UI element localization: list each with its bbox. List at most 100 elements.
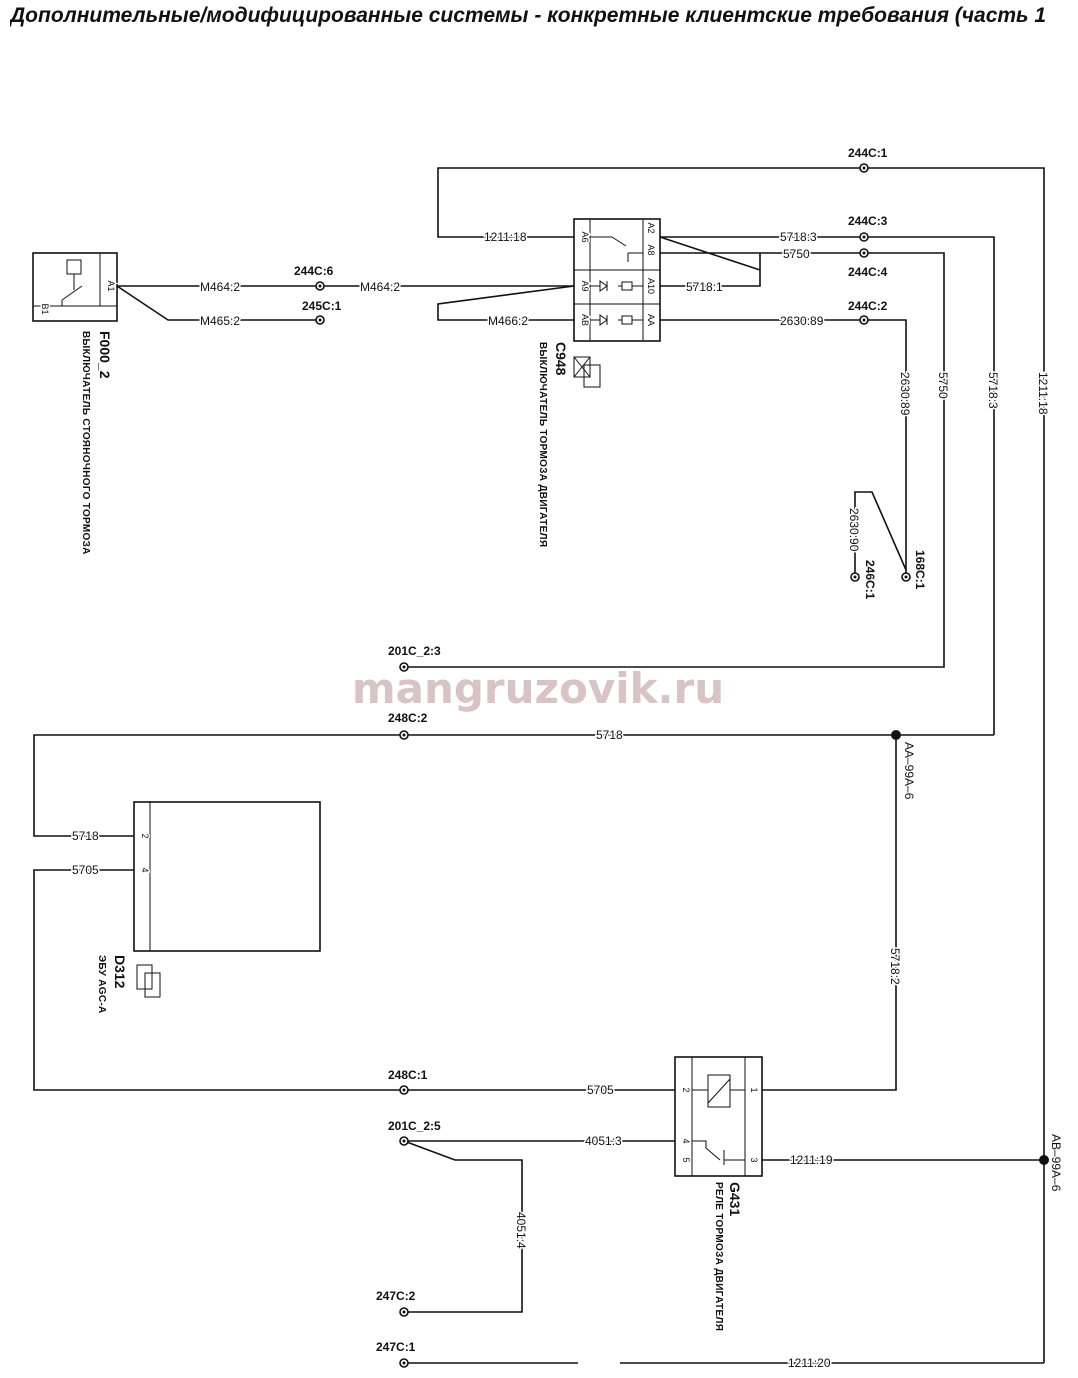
terminal-248c-1: 248C:1 (387, 1067, 429, 1095)
terminal-245c-1: 245C:1 (301, 298, 343, 325)
svg-text:246C:1: 246C:1 (863, 560, 877, 600)
component-description: РЕЛЕ ТОРМОЗА ДВИГАТЕЛЯ (713, 1182, 724, 1331)
wire-m466-2 (437, 285, 575, 321)
svg-text:248C:1: 248C:1 (388, 1068, 428, 1082)
component-description: ВЫКЛЮЧАТЕЛЬ ТОРМОЗА ДВИГАТЕЛЯ (537, 342, 548, 547)
wire-5718-1 (660, 253, 761, 287)
label-m465-2: M465:2 (200, 314, 240, 328)
component-name: D312 (112, 955, 128, 989)
component-description: ВЫКЛЮЧАТЕЛЬ СТОЯНОЧНОГО ТОРМОЗА (80, 331, 91, 555)
label-2630-89: 2630:89 (780, 314, 824, 328)
label-5705: 5705 (587, 1083, 614, 1097)
component-f000-2: A1 B1 F000_2 ВЫКЛЮЧАТЕЛЬ СТОЯНОЧНОГО ТОР… (32, 252, 118, 555)
label-m464-2b: M464:2 (360, 280, 400, 294)
label-5705-left: 5705 (72, 863, 99, 877)
label-4051-4: 4051:4 (514, 1212, 528, 1249)
component-d312: 2 4 D312 ЭБУ AGC-A (96, 801, 321, 1014)
pin-a9: A9 (580, 280, 590, 291)
wire-1211-19 (762, 1159, 1045, 1363)
splice-aa-dot (891, 730, 901, 740)
component-c948: A6 A9 AB A2 A8 A10 AA C948 ВЫКЛЮЧАТЕЛЬ Т… (537, 218, 661, 547)
wire-5718-2 (762, 735, 897, 1091)
pin-a6: A6 (580, 231, 590, 242)
label-5718-left: 5718 (72, 829, 99, 843)
label-1211-18: 1211:18 (484, 230, 527, 244)
splice-ab-dot (1039, 1155, 1049, 1165)
pin-2: 2 (140, 833, 150, 838)
wire-2630-90 (854, 491, 907, 577)
wire-1211-18 (437, 167, 1045, 1160)
svg-text:201C_2:5: 201C_2:5 (388, 1119, 441, 1133)
svg-text:168C:1: 168C:1 (913, 550, 927, 590)
label-2630-90: 2630:90 (847, 508, 861, 552)
label-1211-18-v: 1211:18 (1036, 372, 1050, 415)
terminal-246c-1: 246C:1 (850, 559, 879, 601)
terminal-247c-2: 247C:2 (375, 1288, 417, 1317)
svg-text:244C:1: 244C:1 (848, 146, 888, 160)
terminal-244c-2: 244C:2 (847, 298, 889, 325)
label-1211-19: 1211:19 (790, 1153, 833, 1167)
wire-4051-4 (403, 1140, 523, 1313)
label-splice-ab: AB–99A–6 (1049, 1134, 1063, 1192)
terminal-248c-2: 248C:2 (387, 710, 429, 740)
svg-text:248C:2: 248C:2 (388, 711, 428, 725)
pin-4: 4 (681, 1138, 691, 1143)
label-5750-v: 5750 (936, 372, 950, 399)
terminal-244c-1: 244C:1 (847, 145, 889, 173)
relay-coil-icon (707, 1074, 731, 1108)
label-4051-3: 4051:3 (585, 1134, 622, 1148)
label-splice-aa: AA–99A–6 (902, 742, 916, 800)
terminal-244c-3: 244C:3 (847, 213, 889, 242)
component-g431: 2 1 4 5 3 G431 РЕЛЕ ТОРМОЗА ДВИГАТЕЛЯ (674, 1056, 763, 1331)
pin-a2: A2 (646, 222, 656, 233)
pin-4: 4 (140, 867, 150, 872)
terminal-244c-6: 244C:6 (293, 263, 335, 291)
label-5718: 5718 (596, 728, 623, 742)
svg-text:244C:6: 244C:6 (294, 264, 334, 278)
pin-ab: AB (580, 314, 590, 326)
pin-aa: AA (646, 314, 656, 326)
svg-text:201C_2:3: 201C_2:3 (388, 644, 441, 658)
wire-m465-2 (116, 285, 320, 321)
terminal-201c-2-3: 201C_2:3 (387, 643, 443, 672)
label-2630-89-v: 2630:89 (898, 372, 912, 416)
label-m464-2: M464:2 (200, 280, 240, 294)
terminal-201c-2-5: 201C_2:5 (387, 1118, 443, 1146)
pin-3: 3 (749, 1157, 759, 1162)
relay-switch-icon (692, 1140, 745, 1165)
pin-a8: A8 (646, 244, 656, 255)
terminal-244c-4: 244C:4 (847, 248, 889, 281)
wire-5705 (33, 869, 675, 1091)
wire-labels: M464:2 M464:2 M465:2 M466:2 1211:18 5718… (71, 229, 1065, 1372)
pin-5: 5 (681, 1157, 691, 1162)
led-diode-icon-1 (590, 280, 643, 292)
svg-text:244C:2: 244C:2 (848, 299, 888, 313)
connector-terminals: 244C:1 244C:3 244C:4 244C:2 244C:6 245C:… (293, 145, 929, 1368)
label-1211-20: 1211:20 (788, 1356, 831, 1370)
wires (33, 167, 1045, 1364)
component-name: G431 (727, 1182, 743, 1216)
label-5718-3-v: 5718:3 (986, 372, 1000, 409)
label-m466-2: M466:2 (488, 314, 528, 328)
connector-symbol-icon (573, 356, 601, 388)
page-title: Дополнительные/модифицированные системы … (10, 4, 1047, 27)
label-5718-3: 5718:3 (780, 230, 817, 244)
pin-a1: A1 (106, 280, 116, 291)
pin-a10: A10 (646, 278, 656, 294)
watermark: mangruzovik.ru (352, 664, 724, 713)
label-5718-2: 5718:2 (888, 948, 902, 985)
wire-2630-89 (660, 319, 907, 577)
pin-2: 2 (681, 1087, 691, 1092)
terminal-168c-1: 168C:1 (901, 549, 929, 591)
ecu-symbol-icon (136, 964, 161, 998)
component-name: C948 (553, 342, 569, 376)
switch-contact-icon (61, 274, 83, 306)
wire-5718-3 (660, 236, 995, 735)
terminal-247c-1: 247C:1 (375, 1339, 417, 1368)
pin-1: 1 (749, 1087, 759, 1092)
svg-text:247C:1: 247C:1 (376, 1340, 416, 1354)
svg-text:247C:2: 247C:2 (376, 1289, 416, 1303)
wire-5718 (33, 734, 994, 837)
led-diode-icon-2 (590, 314, 643, 326)
